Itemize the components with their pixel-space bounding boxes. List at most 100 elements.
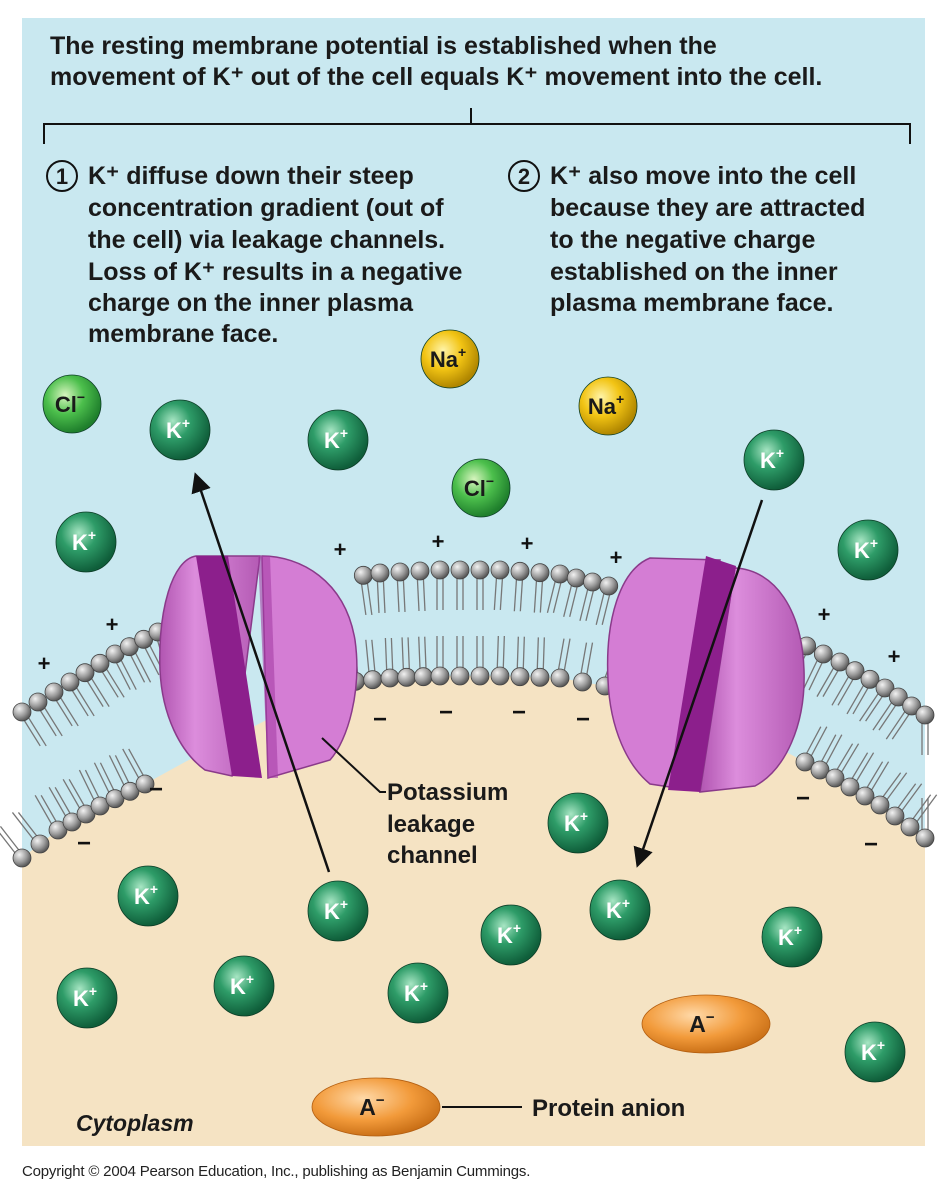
- plus-sign: +: [610, 545, 623, 570]
- sodium-ion: Na+: [420, 329, 480, 389]
- phospholipid-head: [813, 644, 833, 664]
- potassium-ion: K+: [213, 955, 275, 1017]
- negative-charges: − − − − − − − −: [77, 699, 878, 858]
- potassium-leakage-channel-left: [159, 555, 358, 779]
- chloride-ion: Cl−: [42, 374, 102, 434]
- step-2-line-5: plasma membrane face.: [550, 289, 833, 317]
- minus-sign: −: [576, 706, 590, 733]
- plus-sign: +: [888, 644, 901, 669]
- potassium-ion: K+: [55, 511, 117, 573]
- potassium-ion: K+: [149, 399, 211, 461]
- phospholipid-head: [490, 560, 510, 580]
- phospholipid-head: [430, 666, 450, 686]
- channel-label-line-1: Potassium: [387, 779, 508, 806]
- phospholipid-head: [363, 670, 383, 690]
- plus-sign: +: [432, 529, 445, 554]
- phospholipid-head: [810, 760, 830, 780]
- phospholipid-head: [599, 576, 619, 596]
- phospholipid-head: [450, 666, 470, 686]
- phospholipid-head: [30, 834, 50, 854]
- minus-sign: −: [796, 785, 810, 812]
- phospholipid-head: [397, 667, 417, 687]
- step-2-line-1: K⁺ also move into the cell: [550, 162, 856, 190]
- potassium-ion-label: K+: [861, 1037, 885, 1065]
- minus-sign: −: [439, 699, 453, 726]
- minus-sign: −: [149, 776, 163, 803]
- phospholipid-head: [28, 692, 48, 712]
- step-1-line-1: K⁺ diffuse down their steep: [88, 162, 414, 190]
- protein-anion-symbol: A−: [689, 1009, 715, 1037]
- phospholipid-head: [840, 777, 860, 797]
- potassium-ion: K+: [837, 519, 899, 581]
- phospholipid-head: [470, 560, 490, 580]
- protein-anion-label: Protein anion: [532, 1095, 685, 1122]
- phospholipid-head: [825, 768, 845, 788]
- phospholipid-head: [75, 663, 95, 683]
- copyright-notice: Copyright © 2004 Pearson Education, Inc.…: [22, 1163, 531, 1180]
- channel-label-line-3: channel: [387, 842, 478, 869]
- phospholipid-head: [566, 568, 586, 588]
- phospholipid-head: [875, 678, 895, 698]
- potassium-leakage-channel-right: [606, 556, 805, 793]
- potassium-ion: K+: [844, 1021, 906, 1083]
- phospholipid-head: [380, 668, 400, 688]
- phospholipid-head: [12, 848, 32, 868]
- phospholipid-head: [573, 672, 592, 692]
- phospholipid-head: [510, 667, 530, 687]
- header-line-1: The resting membrane potential is establ…: [50, 32, 717, 60]
- phospholipid-head: [510, 561, 530, 581]
- step-1-line-5: charge on the inner plasma: [88, 289, 414, 317]
- phospholipid-head: [430, 560, 450, 580]
- plus-sign: +: [38, 651, 51, 676]
- potassium-ion: K+: [547, 792, 609, 854]
- k-efflux-arrow: [191, 472, 331, 873]
- potassium-ion: K+: [307, 880, 369, 942]
- phospholipid-head: [60, 672, 80, 692]
- potassium-ion-label: K+: [854, 535, 878, 563]
- phospholipid-head: [353, 565, 373, 585]
- channel-label-line-2: leakage: [387, 811, 475, 838]
- phospholipid-head: [44, 682, 64, 702]
- phospholipid-head: [855, 786, 875, 806]
- chloride-ion: Cl−: [451, 458, 511, 518]
- chloride-ion-label: Cl−: [55, 389, 85, 417]
- phospholipid-head: [470, 666, 490, 686]
- phospholipid-head: [885, 806, 905, 826]
- minus-sign: −: [864, 831, 878, 858]
- phospholipid-head: [105, 789, 125, 809]
- phospholipid-head: [550, 564, 570, 584]
- phospholipid-head: [900, 817, 920, 837]
- potassium-ion: K+: [761, 906, 823, 968]
- step-1-line-6: membrane face.: [88, 320, 278, 348]
- step-2-line-2: because they are attracted: [550, 194, 865, 222]
- phospholipid-head: [370, 563, 390, 583]
- phospholipid-head: [62, 812, 82, 832]
- minus-sign: −: [373, 706, 387, 733]
- plus-sign: +: [106, 612, 119, 637]
- sodium-ion: Na+: [578, 376, 638, 436]
- phospholipid-head: [550, 668, 570, 688]
- phospholipid-head: [390, 562, 410, 582]
- phospholipid-head: [135, 774, 155, 794]
- potassium-ion: K+: [56, 967, 118, 1029]
- potassium-ion: K+: [589, 879, 651, 941]
- potassium-ion: K+: [307, 409, 369, 471]
- step-2-number-circle: [508, 160, 540, 192]
- membrane-potential-diagram: The resting membrane potential is establ…: [0, 18, 938, 1146]
- phospholipid-head: [48, 820, 68, 840]
- step-1-line-4: Loss of K⁺ results in a negative: [88, 258, 462, 286]
- phospholipid-head: [530, 563, 550, 583]
- phospholipid-head: [410, 561, 430, 581]
- plus-sign: +: [818, 602, 831, 627]
- step-1-line-3: the cell) via leakage channels.: [88, 226, 445, 254]
- potassium-ion: K+: [480, 904, 542, 966]
- phospholipid-heads: [12, 560, 935, 868]
- potassium-ion-label: K+: [166, 415, 190, 443]
- positive-charges: + + + + + + + +: [38, 529, 901, 676]
- phospholipid-head: [413, 667, 433, 687]
- channel-label-leader: [321, 737, 386, 793]
- phospholipid-head: [915, 828, 935, 848]
- phospholipid-head: [830, 652, 850, 672]
- step-1-number: 1: [56, 164, 68, 189]
- phospholipid-head: [530, 667, 550, 687]
